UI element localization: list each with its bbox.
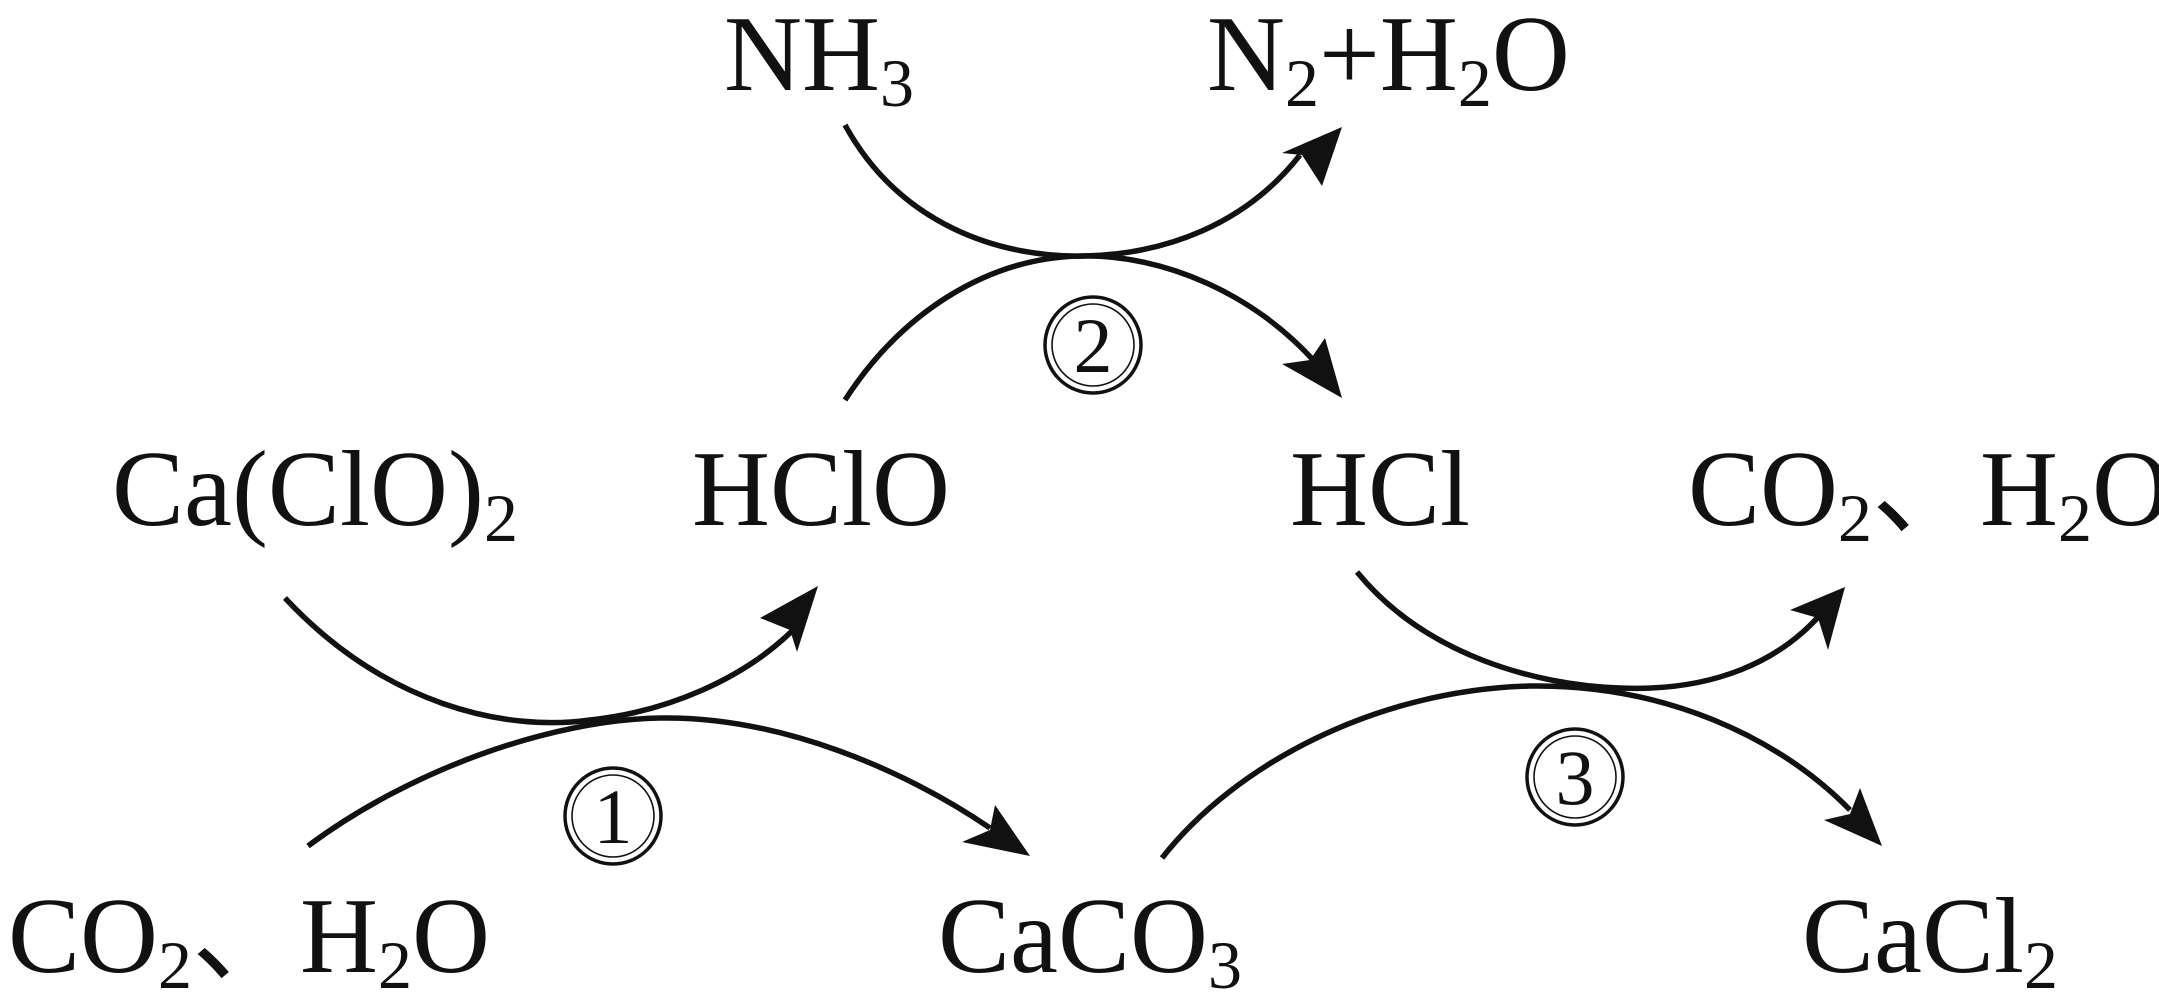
species-calcium-chloride: CaCl2	[1802, 877, 2058, 1003]
arrow-caco3-to-cacl2	[1159, 683, 1852, 860]
reaction-1-arrows	[282, 586, 1030, 856]
species-hydrochloric-acid: HCl	[1290, 430, 1470, 549]
n2-h2o-sub1: 2	[1285, 45, 1319, 121]
reaction-3-arrows	[1159, 570, 1882, 860]
co2-h2o-right-part1: CO	[1688, 430, 1838, 549]
step-2-label: 2	[1043, 295, 1143, 395]
co2-h2o-left-sub2: 2	[378, 927, 412, 1003]
ca-clo2-main: Ca(ClO)	[112, 430, 484, 549]
arrowhead-caco3	[962, 805, 1030, 856]
co2-h2o-right-sub2: 2	[2058, 480, 2092, 556]
step-3-number: 3	[1556, 734, 1595, 821]
species-hypochlorous-acid: HClO	[692, 430, 950, 549]
nh3-subscript: 3	[880, 45, 914, 121]
reaction-2-arrows	[842, 123, 1342, 402]
step-3-label: 3	[1525, 727, 1625, 827]
arrow-hypochlorite-to-hclo	[282, 596, 800, 726]
arrow-hcl-to-co2	[1354, 570, 1823, 692]
species-calcium-hypochlorite: Ca(ClO)2	[112, 430, 518, 556]
step-3-inner-ring	[1533, 735, 1617, 819]
n2-h2o-part3: O	[1492, 0, 1570, 114]
arrowhead-co2-h2o	[1790, 587, 1845, 650]
caco3-main: CaCO	[938, 877, 1208, 996]
n2-h2o-sub2: 2	[1458, 45, 1492, 121]
ca-clo2-subscript: 2	[484, 480, 518, 556]
arrowhead-hclo	[760, 586, 818, 652]
co2-h2o-right-part3: O	[2092, 430, 2159, 549]
step-2-number: 2	[1074, 302, 1113, 389]
species-co2-h2o-products: CO2、H2O	[1688, 430, 2159, 556]
co2-h2o-left-part2: 、H	[192, 877, 378, 996]
nh3-main: NH	[724, 0, 880, 114]
cacl2-subscript: 2	[2024, 927, 2058, 1003]
step-1-label: 1	[563, 766, 663, 866]
species-n2-h2o: N2+H2O	[1207, 0, 1570, 121]
species-calcium-carbonate: CaCO3	[938, 877, 1242, 1003]
step-3-ring	[1525, 727, 1625, 827]
co2-h2o-right-part2: 、H	[1872, 430, 2058, 549]
hcl-main: HCl	[1290, 430, 1470, 549]
n2-h2o-part2: +H	[1319, 0, 1458, 114]
hclo-main: HClO	[692, 430, 950, 549]
step-2-inner-ring	[1051, 303, 1135, 387]
cacl2-main: CaCl	[1802, 877, 2024, 996]
co2-h2o-left-part3: O	[412, 877, 490, 996]
caco3-subscript: 3	[1208, 927, 1242, 1003]
species-nh3: NH3	[724, 0, 914, 121]
arrow-co2-to-caco3	[306, 715, 992, 849]
species-co2-h2o-reactants: CO2、H2O	[8, 877, 490, 1003]
co2-h2o-left-sub1: 2	[158, 927, 192, 1003]
step-1-inner-ring	[571, 774, 655, 858]
co2-h2o-left-part1: CO	[8, 877, 158, 996]
n2-h2o-part1: N	[1207, 0, 1285, 114]
arrowhead-n2-h2o	[1282, 127, 1342, 186]
co2-h2o-right-sub1: 2	[1838, 480, 1872, 556]
step-1-number: 1	[594, 773, 633, 860]
arrow-hclo-to-hcl	[842, 253, 1318, 402]
arrowhead-cacl2	[1824, 788, 1882, 846]
arrow-nh3-to-n2	[842, 123, 1303, 259]
step-1-ring	[563, 766, 663, 866]
arrowhead-hcl	[1282, 338, 1342, 398]
step-2-ring	[1043, 295, 1143, 395]
